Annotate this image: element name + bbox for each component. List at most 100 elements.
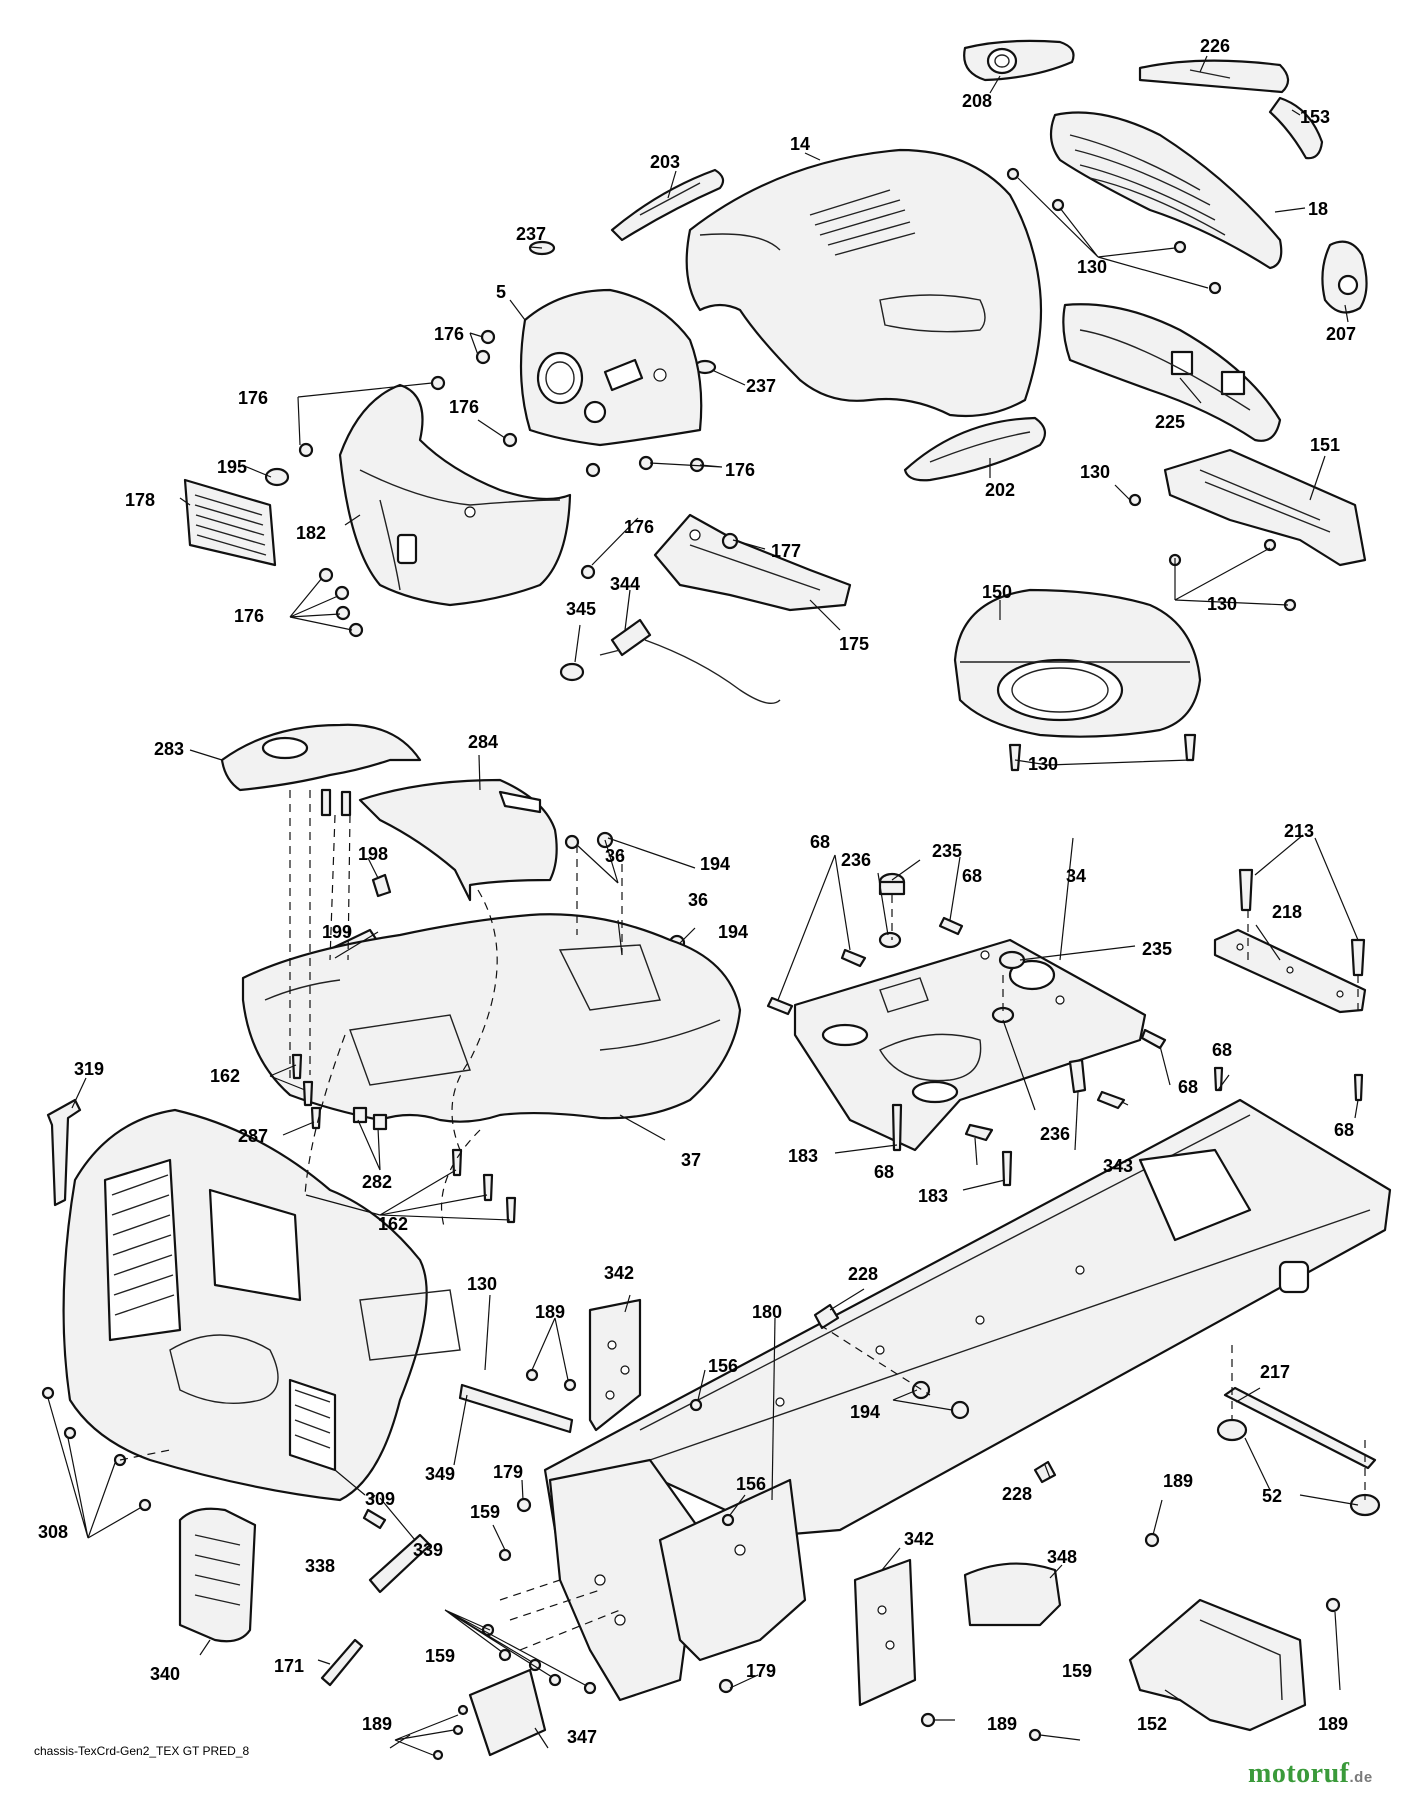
- part-339-lever: [368, 1533, 432, 1594]
- part-284-console-cover: [358, 778, 558, 902]
- callout-287: 287: [238, 1126, 268, 1146]
- part-213-bolts: [1238, 868, 1366, 977]
- callout-52: 52: [1262, 1486, 1282, 1506]
- part-343-clip: [1068, 1058, 1087, 1094]
- part-225-lower-grille: [1062, 303, 1282, 442]
- callout-226: 226: [1200, 36, 1230, 56]
- callout-308: 308: [38, 1522, 68, 1542]
- part-347-plate: [468, 1668, 547, 1757]
- part-153-side-trim: [1268, 96, 1324, 160]
- part-150-fuel-tank-housing: [953, 588, 1202, 738]
- callout-207: 207: [1326, 324, 1356, 344]
- callout-189-d: 189: [987, 1714, 1017, 1734]
- callout-189-e: 189: [1318, 1714, 1348, 1734]
- part-340-front-grille: [178, 1507, 257, 1643]
- callout-156-a: 156: [708, 1356, 738, 1376]
- part-282-clips: [352, 1106, 388, 1131]
- brand-logo[interactable]: motoruf.de: [1248, 1758, 1373, 1790]
- callout-130-b: 130: [1080, 462, 1110, 482]
- callout-236-b: 236: [1040, 1124, 1070, 1144]
- part-236-spacers: [878, 931, 1015, 1024]
- part-152-shield: [1128, 1598, 1307, 1732]
- callout-202: 202: [985, 480, 1015, 500]
- callout-283: 283: [154, 739, 184, 759]
- part-226-trim: [1138, 59, 1290, 94]
- callout-labels: 208 226 153 14 203 18 130 237 207 5 176 …: [38, 36, 1356, 1747]
- brand-tld: .de: [1349, 1769, 1373, 1786]
- part-52-bushings: [1216, 1418, 1381, 1517]
- callout-68-b: 68: [810, 832, 830, 852]
- part-179-bolts: [516, 1497, 734, 1694]
- callout-176-a: 176: [434, 324, 464, 344]
- part-207-light: [1321, 240, 1368, 314]
- part-130-screws-right: [1006, 167, 1297, 612]
- callout-342-a: 342: [604, 1263, 634, 1283]
- callout-208: 208: [962, 91, 992, 111]
- part-183-bolts: [891, 1103, 1013, 1187]
- brand-name: motoruf: [1248, 1758, 1350, 1789]
- part-208-headlight: [963, 39, 1075, 82]
- part-5-dash-panel: [519, 288, 703, 447]
- callout-68-e: 68: [1178, 1077, 1198, 1097]
- callout-36-b: 36: [688, 890, 708, 910]
- part-319-bracket: [46, 1098, 82, 1207]
- callout-153: 153: [1300, 107, 1330, 127]
- callout-179-a: 179: [493, 1462, 523, 1482]
- callout-182: 182: [296, 523, 326, 543]
- leader-lines: [47, 55, 1359, 1756]
- callout-14: 14: [790, 134, 810, 154]
- part-344-switch: [599, 618, 781, 704]
- callout-68-a: 68: [962, 866, 982, 886]
- callout-218: 218: [1272, 902, 1302, 922]
- part-202-headlight-trim: [903, 416, 1047, 482]
- callout-228-b: 228: [1002, 1484, 1032, 1504]
- callout-228-a: 228: [848, 1264, 878, 1284]
- callout-68-c: 68: [1212, 1040, 1232, 1060]
- callout-194-b: 194: [718, 922, 748, 942]
- callout-162-b: 162: [378, 1214, 408, 1234]
- callout-150: 150: [982, 582, 1012, 602]
- callout-68-d: 68: [1334, 1120, 1354, 1140]
- callout-319: 319: [74, 1059, 104, 1079]
- callout-68-f: 68: [874, 1162, 894, 1182]
- callout-344: 344: [610, 574, 640, 594]
- callout-36-a: 36: [605, 846, 625, 866]
- callout-159-a: 159: [470, 1502, 500, 1522]
- part-348-cover: [963, 1562, 1062, 1627]
- callout-34: 34: [1066, 866, 1086, 886]
- callout-176-c: 176: [449, 397, 479, 417]
- callout-235-b: 235: [1142, 939, 1172, 959]
- callout-284: 284: [468, 732, 498, 752]
- callout-203: 203: [650, 152, 680, 172]
- part-130-screws-lower: [1008, 733, 1197, 772]
- part-151-bracket: [1163, 448, 1367, 567]
- callout-183-a: 183: [788, 1146, 818, 1166]
- part-175-steering-bracket: [653, 513, 852, 612]
- callout-195: 195: [217, 457, 247, 477]
- callout-130-a: 130: [1077, 257, 1107, 277]
- callout-152: 152: [1137, 1714, 1167, 1734]
- callout-342-b: 342: [904, 1529, 934, 1549]
- part-308-screws: [41, 1386, 152, 1512]
- callout-130-d: 130: [1028, 754, 1058, 774]
- callout-199: 199: [322, 922, 352, 942]
- callout-235-a: 235: [932, 841, 962, 861]
- part-218-bar: [1213, 928, 1367, 1014]
- part-37-fender: [241, 913, 742, 1123]
- callout-213: 213: [1284, 821, 1314, 841]
- callout-179-b: 179: [746, 1661, 776, 1681]
- part-342-plate-upper: [588, 1298, 642, 1432]
- part-235-isolators: [878, 872, 1026, 970]
- callout-189-b: 189: [1163, 1471, 1193, 1491]
- callout-130-c: 130: [1207, 594, 1237, 614]
- part-182-front-shroud: [338, 383, 572, 607]
- part-194-nuts: [911, 1380, 970, 1420]
- callout-176-d: 176: [725, 460, 755, 480]
- part-345-cap: [559, 662, 585, 682]
- callout-37: 37: [681, 1150, 701, 1170]
- part-198-clip: [371, 873, 392, 898]
- callout-180: 180: [752, 1302, 782, 1322]
- callout-349: 349: [425, 1464, 455, 1484]
- callout-194-c: 194: [850, 1402, 880, 1422]
